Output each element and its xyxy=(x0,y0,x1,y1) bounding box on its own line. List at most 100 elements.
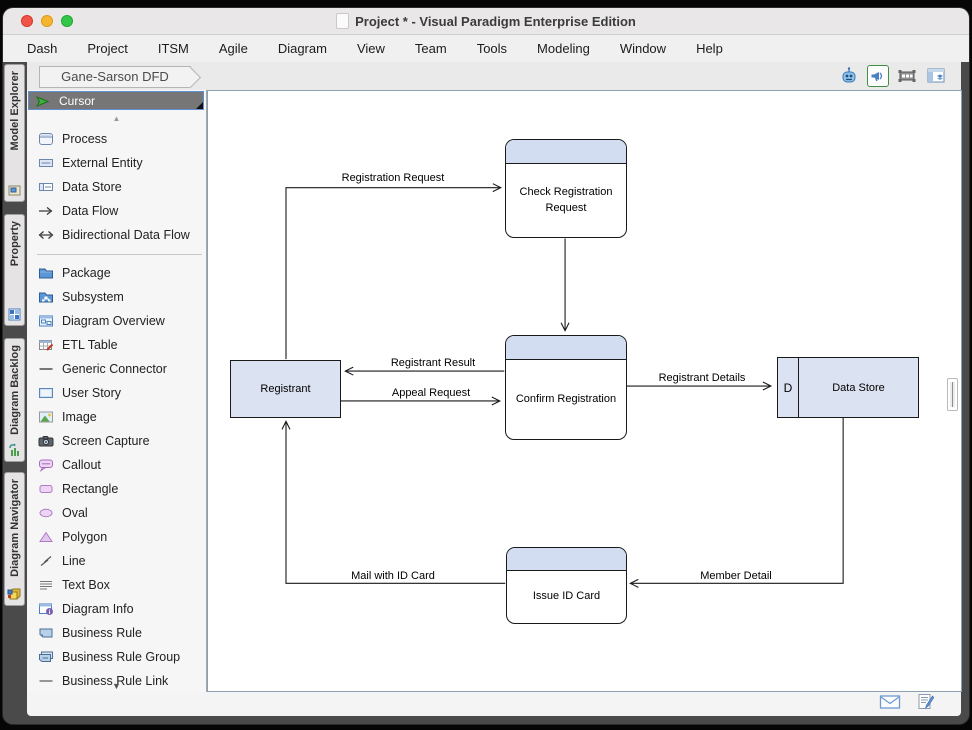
external-entity-registrant[interactable]: Registrant xyxy=(230,360,341,418)
screen-capture-icon xyxy=(38,434,54,448)
app-body: Model Explorer Property Diagram Backlog … xyxy=(3,62,969,724)
palette-item-diagram-info[interactable]: i Diagram Info xyxy=(27,597,206,621)
palette-item-process[interactable]: Process xyxy=(27,127,206,151)
menu-view[interactable]: View xyxy=(356,41,385,56)
palette-item-bidirectional-data-flow[interactable]: Bidirectional Data Flow xyxy=(27,223,206,247)
external-entity-icon xyxy=(38,156,54,170)
flow-mail-with-id-card[interactable] xyxy=(281,420,506,584)
flow-registration-request[interactable] xyxy=(285,183,503,360)
palette-item-image[interactable]: Image xyxy=(27,405,206,429)
palette-scroll-up[interactable]: ▲ xyxy=(112,114,121,123)
robot-assistant-icon[interactable] xyxy=(838,65,860,87)
flow-member-detail[interactable] xyxy=(629,416,844,588)
layout-panel-icon[interactable] xyxy=(925,65,947,87)
announcement-icon[interactable] xyxy=(867,65,889,87)
image-icon xyxy=(38,410,54,424)
sidebar-tab-diagram-backlog[interactable]: Diagram Backlog xyxy=(4,338,25,462)
process-header xyxy=(507,548,626,571)
flow-label-registrant-details[interactable]: Registrant Details xyxy=(658,372,746,384)
process-confirm-registration[interactable]: Confirm Registration xyxy=(505,335,627,440)
menu-tools[interactable]: Tools xyxy=(476,41,508,56)
callout-icon xyxy=(38,458,54,472)
menu-help[interactable]: Help xyxy=(696,41,723,56)
palette-item-line[interactable]: Line xyxy=(27,549,206,573)
mail-icon[interactable] xyxy=(879,694,901,715)
palette-item-business-rule-link[interactable]: Business Rule Link xyxy=(27,669,206,693)
menu-window[interactable]: Window xyxy=(619,41,667,56)
palette-item-business-rule[interactable]: Business Rule xyxy=(27,621,206,645)
palette-item-business-rule-group[interactable]: Business Rule Group xyxy=(27,645,206,669)
sidebar-tab-diagram-navigator[interactable]: Diagram Navigator xyxy=(4,472,25,606)
palette-item-oval[interactable]: Oval xyxy=(27,501,206,525)
diagram-navigator-icon xyxy=(7,587,22,602)
menu-bar: Dash Project ITSM Agile Diagram View Tea… xyxy=(3,35,969,63)
palette-item-rectangle[interactable]: Rectangle xyxy=(27,477,206,501)
presentation-frame-icon[interactable] xyxy=(896,65,918,87)
palette-item-external-entity[interactable]: External Entity xyxy=(27,151,206,175)
menu-dash[interactable]: Dash xyxy=(27,41,58,56)
line-icon xyxy=(38,554,54,568)
cursor-icon xyxy=(36,94,52,108)
diagram-canvas[interactable]: Check Registration Request Confirm Regis… xyxy=(207,90,962,692)
flow-label-appeal-request[interactable]: Appeal Request xyxy=(391,387,471,399)
data-flow-icon xyxy=(38,204,54,218)
palette-scroll-down[interactable]: ▼ xyxy=(112,681,121,691)
menu-itsm[interactable]: ITSM xyxy=(157,41,189,56)
package-icon xyxy=(38,266,54,280)
zoom-button[interactable] xyxy=(61,15,73,27)
palette-item-etl-table[interactable]: ETL Table xyxy=(27,333,206,357)
palette-item-user-story[interactable]: User Story xyxy=(27,381,206,405)
business-rule-group-icon xyxy=(38,650,54,664)
sidebar-tab-model-explorer[interactable]: Model Explorer xyxy=(4,64,25,202)
flow-label-registrant-result[interactable]: Registrant Result xyxy=(390,357,476,369)
palette-item-package[interactable]: Package xyxy=(27,261,206,285)
diagram-backlog-icon xyxy=(7,443,22,458)
palette-item-diagram-overview[interactable]: Diagram Overview xyxy=(27,309,206,333)
flow-connectors xyxy=(281,183,844,588)
rectangle-icon xyxy=(38,482,54,496)
process-check-registration-request[interactable]: Check Registration Request xyxy=(505,139,627,238)
palette-item-text-box[interactable]: Text Box xyxy=(27,573,206,597)
etl-table-icon xyxy=(38,338,54,352)
palette-separator xyxy=(37,247,202,255)
diagram-overview-icon xyxy=(38,314,54,328)
text-box-icon xyxy=(38,578,54,592)
shape-palette: Cursor ▲ Process External Entity Data St… xyxy=(27,90,207,692)
menu-agile[interactable]: Agile xyxy=(218,41,248,56)
palette-item-screen-capture[interactable]: Screen Capture xyxy=(27,429,206,453)
flow-label-member-detail[interactable]: Member Detail xyxy=(700,570,772,582)
flow-label-mail-with-id-card[interactable]: Mail with ID Card xyxy=(351,570,435,582)
bidirectional-data-flow-icon xyxy=(38,228,54,242)
menu-team[interactable]: Team xyxy=(414,41,447,56)
diagram-info-icon: i xyxy=(38,602,54,616)
close-button[interactable] xyxy=(21,15,33,27)
data-store-node[interactable]: D Data Store xyxy=(777,357,919,418)
flow-label-registration-request[interactable]: Registration Request xyxy=(341,172,445,184)
palette-item-data-flow[interactable]: Data Flow xyxy=(27,199,206,223)
breadcrumb[interactable]: Gane-Sarson DFD xyxy=(39,66,191,88)
menu-project[interactable]: Project xyxy=(87,41,128,56)
process-header xyxy=(506,336,626,360)
palette-item-generic-connector[interactable]: Generic Connector xyxy=(27,357,206,381)
palette-item-cursor[interactable]: Cursor xyxy=(28,91,204,110)
status-bar xyxy=(27,692,961,716)
subsystem-icon xyxy=(38,290,54,304)
property-grid-icon xyxy=(7,307,22,322)
menu-diagram[interactable]: Diagram xyxy=(277,41,327,56)
sidebar-tab-property[interactable]: Property xyxy=(4,214,25,326)
process-issue-id-card[interactable]: Issue ID Card xyxy=(506,547,627,624)
data-store-label: Data Store xyxy=(832,381,885,394)
toolbar-row: Gane-Sarson DFD xyxy=(27,62,961,90)
palette-item-polygon[interactable]: Polygon xyxy=(27,525,206,549)
palette-item-data-store[interactable]: Data Store xyxy=(27,175,206,199)
business-rule-link-icon xyxy=(38,674,54,688)
panel-resize-grip[interactable] xyxy=(947,378,958,411)
palette-item-subsystem[interactable]: Subsystem xyxy=(27,285,206,309)
menu-modeling[interactable]: Modeling xyxy=(537,41,590,56)
svg-text:i: i xyxy=(49,610,51,616)
edit-note-icon[interactable] xyxy=(917,693,935,716)
palette-item-callout[interactable]: Callout xyxy=(27,453,206,477)
polygon-icon xyxy=(38,530,54,544)
minimize-button[interactable] xyxy=(41,15,53,27)
user-story-icon xyxy=(38,386,54,400)
